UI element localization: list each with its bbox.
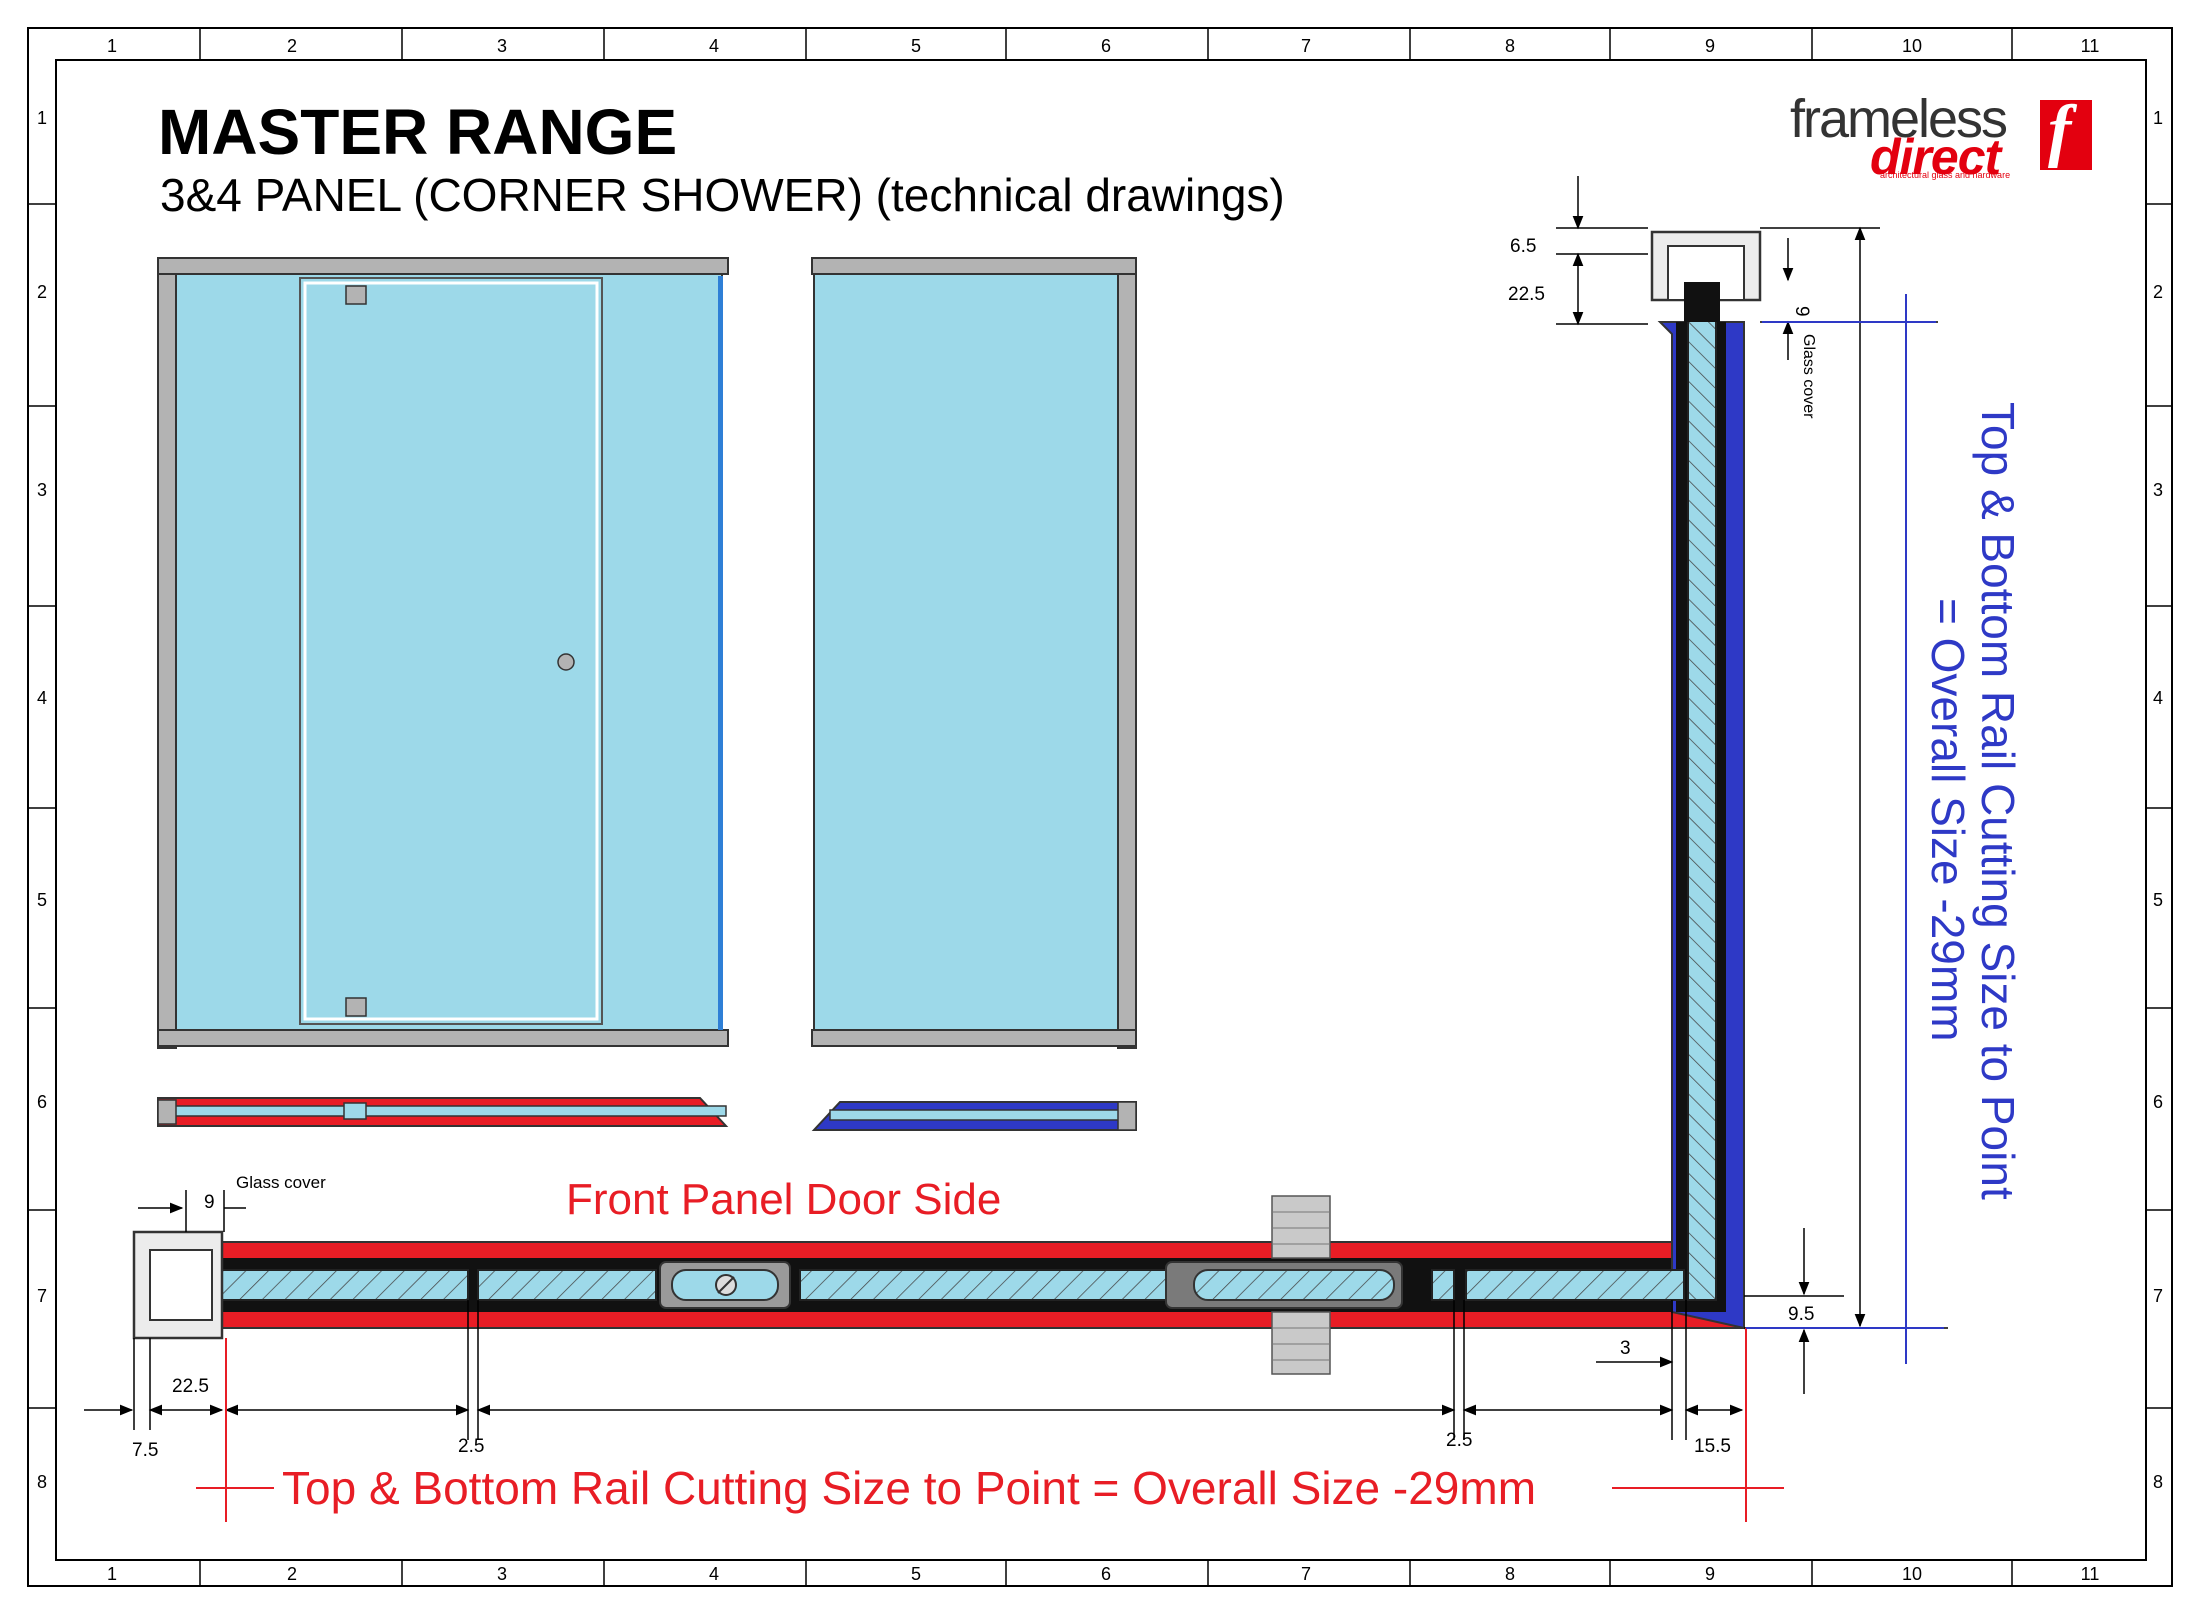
grid-col-label-top: 11 [2081, 36, 2100, 56]
grid-col-label-bottom: 10 [1902, 1564, 1922, 1584]
grid-col-label-top: 2 [287, 36, 297, 56]
grid-row-label-left: 7 [37, 1286, 47, 1306]
brand-logo: frameless direct architectural glass and… [1790, 92, 2110, 182]
grid-col-label-top: 9 [1705, 36, 1715, 56]
bottom-cutting-note: Top & Bottom Rail Cutting Size to Point … [282, 1462, 1536, 1514]
grid-col-label-bottom: 3 [497, 1564, 507, 1584]
dim-22-5-left: 22.5 [172, 1376, 209, 1397]
dimension-lines [84, 176, 1948, 1520]
dim-9-left: 9 [204, 1192, 215, 1213]
dim-3: 3 [1620, 1338, 1631, 1359]
grid-row-label-right: 2 [2153, 282, 2163, 302]
grid-row-label-right: 3 [2153, 480, 2163, 500]
corner-plan [132, 230, 1762, 1375]
grid-col-label-bottom: 11 [2081, 1564, 2100, 1584]
side-plan-strip [811, 1101, 1137, 1131]
side-cutting-line [1746, 294, 1944, 1364]
sheet-border [27, 27, 2173, 1587]
grid-col-label-top: 6 [1101, 36, 1111, 56]
grid-row-label-left: 1 [37, 108, 47, 128]
front-panel-label: Front Panel Door Side [566, 1175, 1001, 1224]
side-cutting-note-line2: = Overall Size -29mm [1922, 598, 1974, 1042]
grid-col-label-bottom: 8 [1505, 1564, 1515, 1584]
brand-tagline: architectural glass and hardware [1880, 170, 2011, 180]
bottom-cutting-line [196, 1328, 1784, 1522]
brand-word-direct: direct [1870, 129, 2001, 185]
dim-9-top: 9 [1791, 306, 1812, 317]
grid-col-label-bottom: 6 [1101, 1564, 1111, 1584]
dim-7-5: 7.5 [132, 1440, 158, 1461]
side-elevation [811, 257, 1137, 1049]
dim-2-5-b: 2.5 [1446, 1430, 1472, 1451]
grid-col-label-bottom: 1 [107, 1564, 117, 1584]
dim-6-5: 6.5 [1510, 236, 1536, 257]
front-plan-strip [157, 1097, 729, 1127]
glass-cover-top-label: Glass cover [1800, 334, 1817, 419]
dim-22-5-top: 22.5 [1508, 284, 1545, 305]
side-cutting-note-line1: Top & Bottom Rail Cutting Size to Point [1972, 402, 2024, 1200]
grid-col-label-bottom: 4 [709, 1564, 719, 1584]
grid-col-label-top: 10 [1902, 36, 1922, 56]
grid-col-label-bottom: 5 [911, 1564, 921, 1584]
grid-col-label-top: 5 [911, 36, 921, 56]
door-handle [557, 653, 575, 671]
grid-row-label-right: 5 [2153, 890, 2163, 910]
grid-col-label-top: 7 [1301, 36, 1311, 56]
grid-row-label-right: 1 [2153, 108, 2163, 128]
dim-2-5-a: 2.5 [458, 1436, 484, 1457]
grid-row-label-left: 2 [37, 282, 47, 302]
dim-9-5: 9.5 [1788, 1304, 1814, 1325]
grid-row-label-right: 7 [2153, 1286, 2163, 1306]
grid-row-label-left: 6 [37, 1092, 47, 1112]
front-elevation [157, 257, 729, 1049]
grid-row-label-left: 8 [37, 1472, 47, 1492]
grid-row-label-left: 5 [37, 890, 47, 910]
grid-row-label-right: 4 [2153, 688, 2163, 708]
grid-row-label-left: 4 [37, 688, 47, 708]
brand-f-icon: f [2040, 96, 2092, 170]
page-subtitle: 3&4 PANEL (CORNER SHOWER) (technical dra… [160, 169, 1285, 221]
grid-row-label-right: 8 [2153, 1472, 2163, 1492]
grid-col-label-top: 3 [497, 36, 507, 56]
grid-col-label-top: 8 [1505, 36, 1515, 56]
brand-word-frameless: frameless [1790, 89, 2008, 149]
grid-col-label-bottom: 7 [1301, 1564, 1311, 1584]
grid-row-label-right: 6 [2153, 1092, 2163, 1112]
grid-col-label-bottom: 2 [287, 1564, 297, 1584]
page-title: MASTER RANGE [158, 96, 678, 168]
glass-cover-left-label: Glass cover [236, 1173, 326, 1192]
grid-col-label-top: 1 [107, 36, 117, 56]
grid-row-label-left: 3 [37, 480, 47, 500]
grid-col-label-bottom: 9 [1705, 1564, 1715, 1584]
dim-15-5: 15.5 [1694, 1436, 1731, 1457]
grid-col-label-top: 4 [709, 36, 719, 56]
